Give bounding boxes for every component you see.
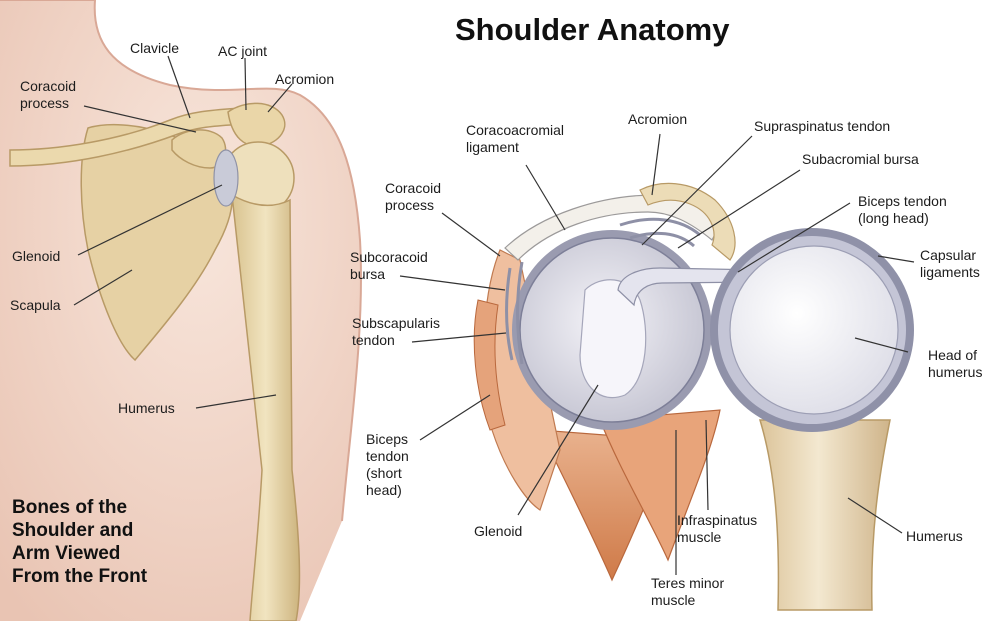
label-head-of-humerus: Head of humerus (928, 347, 982, 381)
label-subscapularis-tendon: Subscapularis tendon (352, 315, 440, 349)
label-humerus-left: Humerus (118, 400, 175, 417)
label-coracoid-process-right: Coracoid process (385, 180, 441, 214)
label-glenoid-left: Glenoid (12, 248, 60, 265)
label-acromion-right: Acromion (628, 111, 687, 128)
label-glenoid-right: Glenoid (474, 523, 522, 540)
glenoid-socket-shape (512, 230, 712, 430)
label-coracoacromial-ligament: Coracoacromial ligament (466, 122, 564, 156)
label-subcoracoid-bursa: Subcoracoid bursa (350, 249, 428, 283)
label-biceps-tendon-short-head: Biceps tendon (short head) (366, 431, 409, 499)
label-supraspinatus-tendon: Supraspinatus tendon (754, 118, 890, 135)
label-teres-minor-muscle: Teres minor muscle (651, 575, 724, 609)
label-coracoid-process-left: Coracoid process (20, 78, 76, 112)
label-infraspinatus-muscle: Infraspinatus muscle (677, 512, 757, 546)
label-scapula: Scapula (10, 297, 61, 314)
label-ac-joint: AC joint (218, 43, 267, 60)
humerus-head-shape (710, 228, 914, 610)
label-subacromial-bursa: Subacromial bursa (802, 151, 919, 168)
label-biceps-tendon-long-head: Biceps tendon (long head) (858, 193, 947, 227)
figure-title: Shoulder Anatomy (455, 12, 729, 48)
label-clavicle: Clavicle (130, 40, 179, 57)
left-panel-caption: Bones of the Shoulder and Arm Viewed Fro… (12, 496, 147, 588)
label-acromion-left: Acromion (275, 71, 334, 88)
label-humerus-right: Humerus (906, 528, 963, 545)
label-capsular-ligaments: Capsular ligaments (920, 247, 980, 281)
